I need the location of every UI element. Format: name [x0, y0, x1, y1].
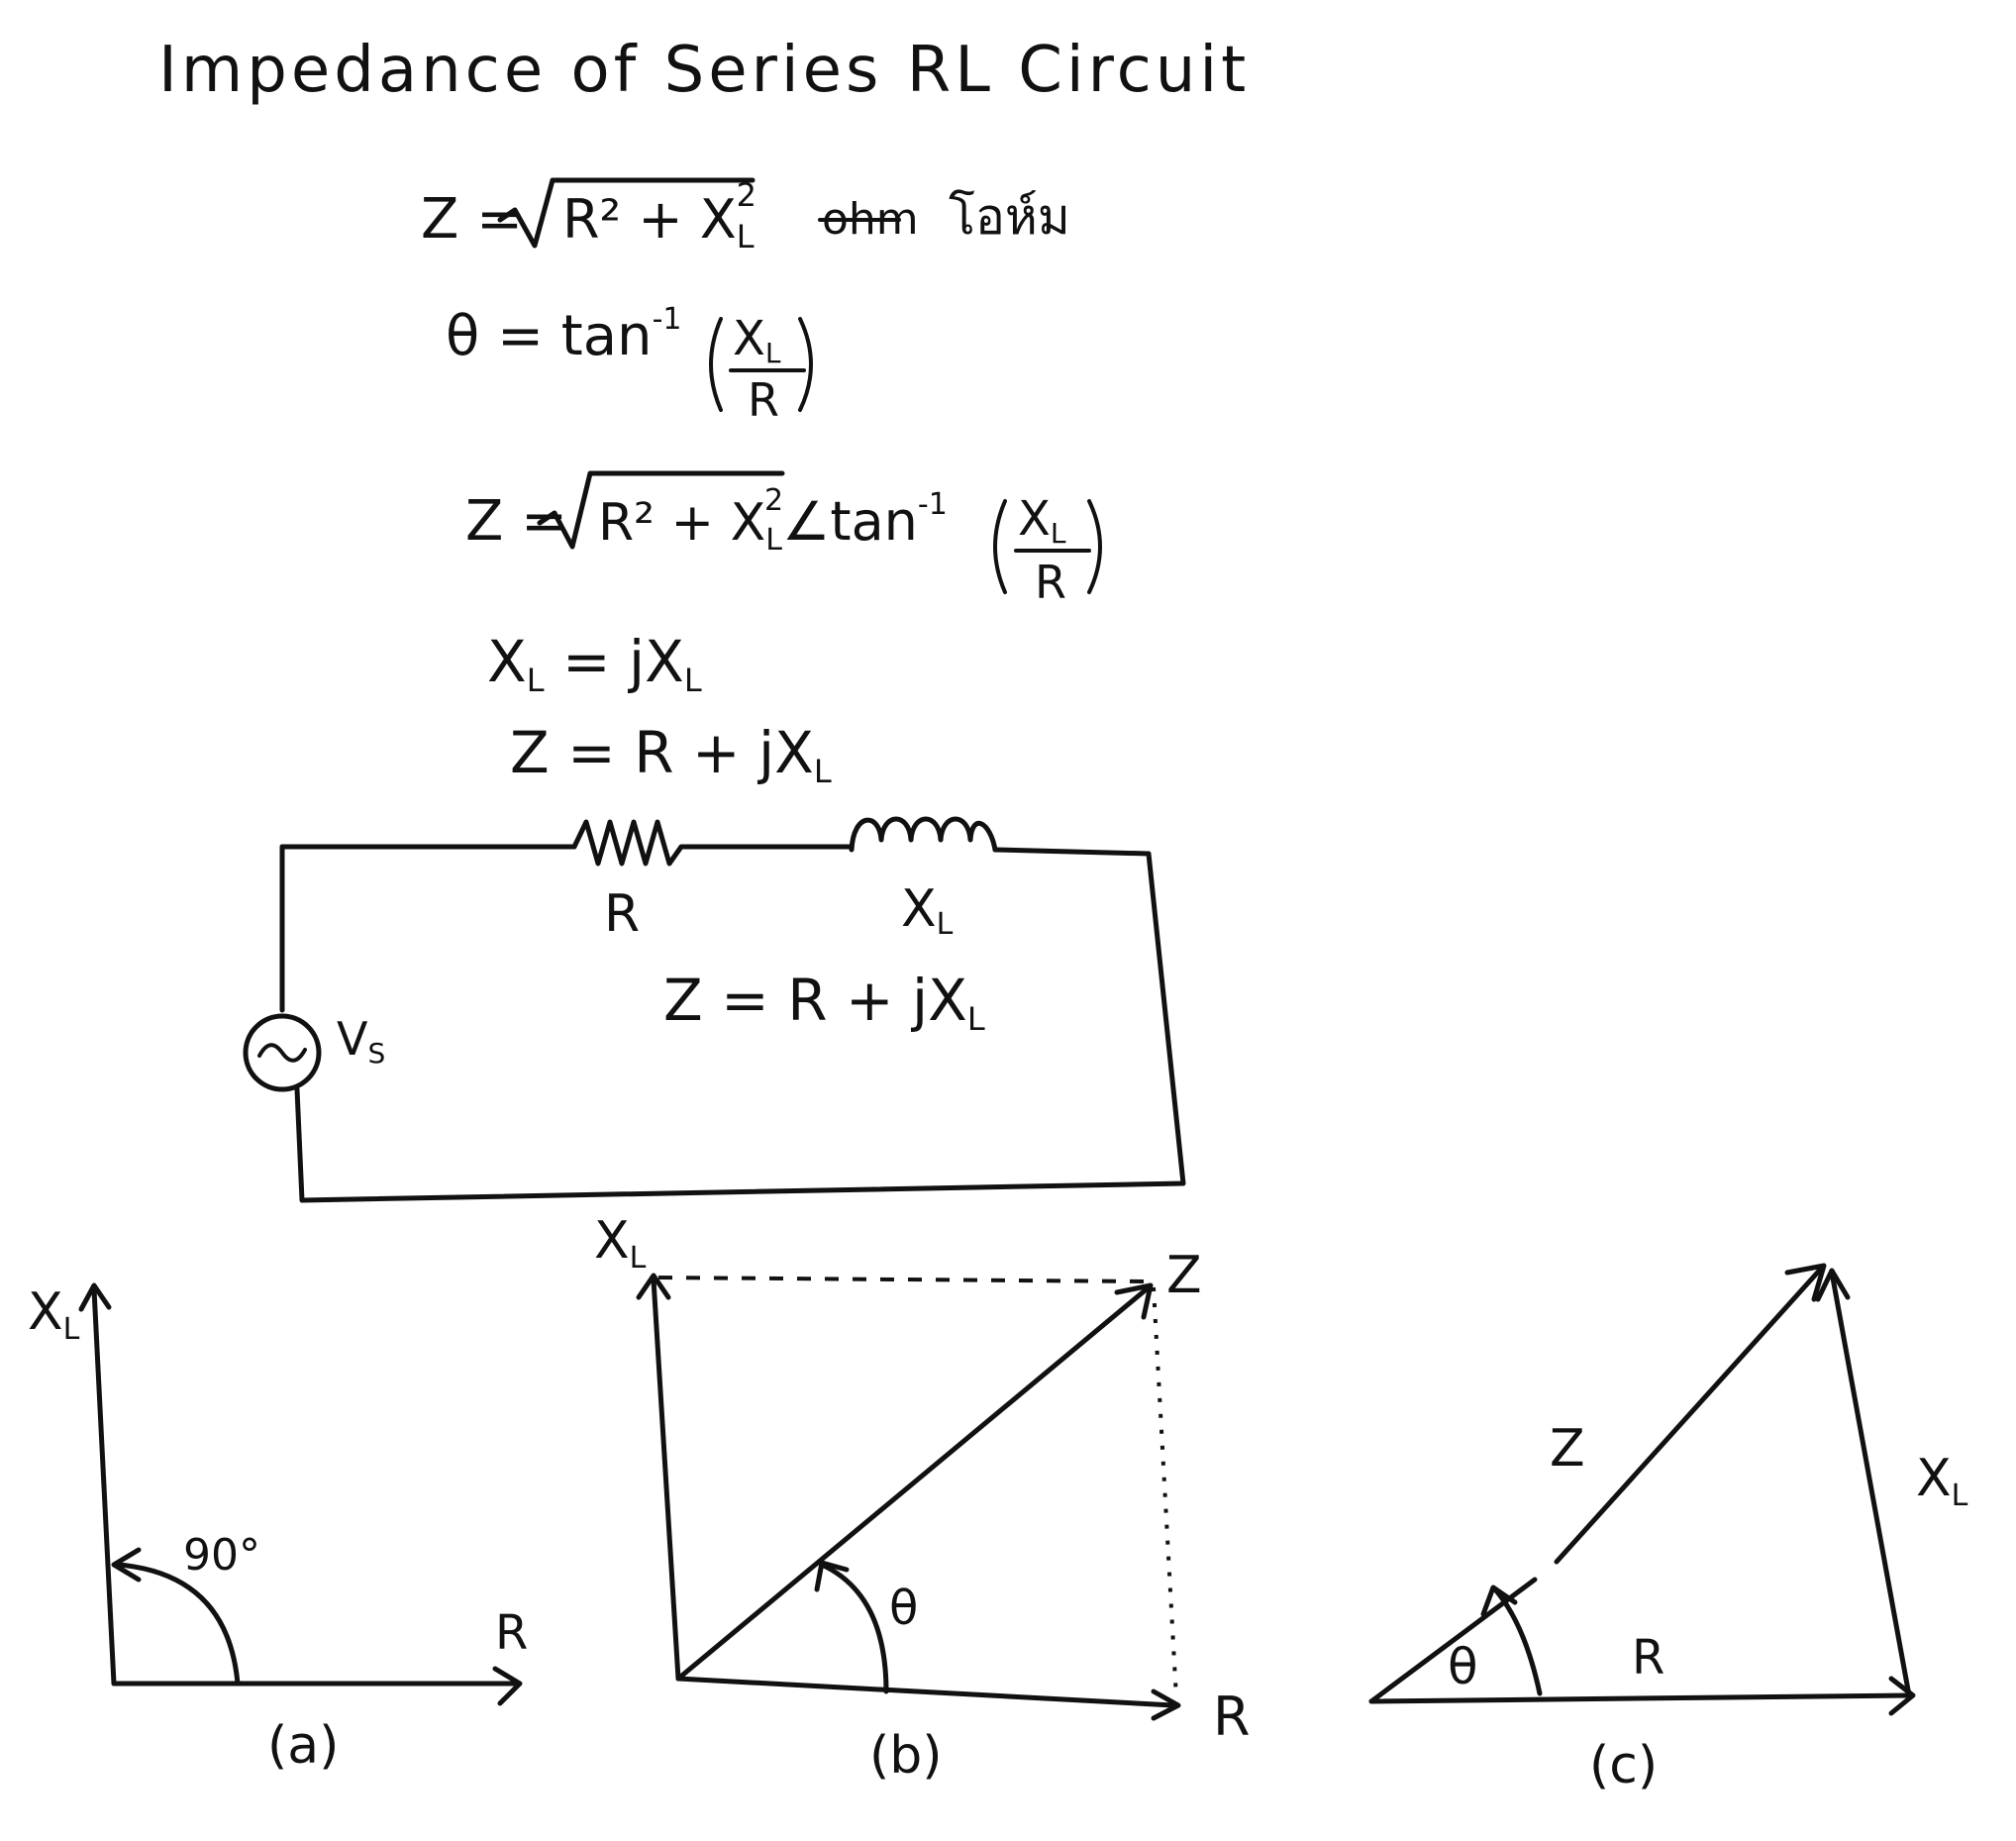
- b-y-axis: [651, 1277, 681, 1682]
- equation-phase-angle: θ = tan-1 XL R: [446, 302, 813, 427]
- c-base-arrowhead: [1888, 1676, 1916, 1716]
- eq3-radical-sign: [537, 470, 785, 550]
- note-title: Impedance of Series RL Circuit: [158, 34, 1250, 107]
- ac-source-symbol: [243, 1013, 322, 1092]
- c-side-xl: [1829, 1270, 1912, 1698]
- eq1-lhs: Z =: [421, 187, 523, 252]
- equation-polar-form: Z = R² + XL2 ∠tan-1 XL R: [465, 470, 1102, 609]
- equation-magnitude: Z = R² + XL2 ohm โอห์ม: [421, 176, 1070, 256]
- c-arc-arrowhead: [1480, 1585, 1518, 1617]
- eq3-left-paren: [993, 499, 1007, 594]
- c-base-r: [1368, 1692, 1912, 1704]
- resistor-label: R: [604, 884, 640, 944]
- equation-reactance-j: XL = jXL: [487, 628, 702, 699]
- eq3-angle: ∠tan-1: [782, 487, 948, 553]
- eq2-denominator: R: [748, 373, 779, 427]
- a-caption: (a): [267, 1716, 339, 1776]
- eq1-unit: โอห์ม: [949, 188, 1070, 246]
- eq2-left-paren: [709, 317, 723, 412]
- b-y-arrowhead: [636, 1273, 671, 1300]
- source-label: VS: [337, 1012, 385, 1070]
- c-hypotenuse-z: [1368, 1265, 1825, 1704]
- b-dotted-right: [1152, 1286, 1178, 1699]
- b-x-label: R: [1213, 1686, 1251, 1748]
- wire-loop: [294, 847, 1186, 1203]
- eq3-lhs: Z =: [465, 489, 567, 554]
- c-angle-arc: [1492, 1586, 1543, 1696]
- c-x-label: R: [1632, 1630, 1664, 1686]
- eq3-denominator: R: [1035, 556, 1066, 609]
- ac-wave-icon: [257, 1043, 307, 1063]
- c-z-label: Z: [1550, 1419, 1585, 1479]
- c-side-label: XL: [1916, 1449, 1968, 1513]
- phasor-diagram-b: XL Z R θ (b): [594, 1211, 1251, 1786]
- eq2-numerator: XL: [733, 311, 781, 369]
- eq3-right-paren: [1087, 499, 1102, 594]
- b-z-label: Z: [1166, 1246, 1202, 1305]
- c-z-arrowhead: [1784, 1263, 1827, 1302]
- phasor-diagram-a: XL R 90° (a): [28, 1282, 528, 1776]
- b-angle-label: θ: [889, 1581, 918, 1636]
- a-x-arrowhead: [492, 1666, 523, 1706]
- c-angle-label: θ: [1448, 1638, 1478, 1695]
- resistor-symbol: [571, 819, 855, 867]
- b-arc-arrowhead: [814, 1560, 850, 1592]
- b-dashed-top: [657, 1276, 1145, 1283]
- a-y-label: XL: [28, 1282, 80, 1347]
- eq3-radicand: R² + XL2: [598, 483, 783, 558]
- a-y-arrowhead: [78, 1282, 112, 1312]
- inductor-label: XL: [901, 879, 954, 942]
- circuit-impedance-label: Z = R + jXL: [663, 967, 985, 1038]
- b-angle-arc: [819, 1562, 889, 1694]
- c-xl-arrowhead: [1815, 1268, 1851, 1302]
- b-z-phasor: [675, 1284, 1152, 1682]
- b-x-arrowhead: [1151, 1688, 1181, 1721]
- a-arc-arrowhead: [111, 1547, 142, 1583]
- a-angle-arc: [116, 1562, 241, 1687]
- inductor-symbol: [849, 816, 998, 853]
- eq1-radicand: R² + XL2: [562, 176, 756, 256]
- eq2-lhs: θ = tan-1: [446, 302, 681, 368]
- series-rl-circuit: R XL VS Z = R + jXL: [243, 816, 1186, 1203]
- a-y-axis: [91, 1286, 117, 1687]
- eq1-radical-sign: [497, 177, 756, 249]
- b-x-axis: [675, 1676, 1176, 1708]
- c-caption: (c): [1589, 1736, 1658, 1795]
- a-angle-label: 90°: [183, 1530, 260, 1581]
- b-y-label: XL: [594, 1211, 647, 1276]
- a-x-label: R: [495, 1605, 528, 1661]
- eq3-numerator: XL: [1018, 491, 1066, 550]
- b-z-arrowhead: [1114, 1282, 1154, 1320]
- impedance-triangle-c: Z θ R XL (c): [1368, 1263, 1968, 1795]
- equation-rectangular-form: Z = R + jXL: [510, 719, 832, 790]
- eq2-right-paren: [798, 317, 813, 412]
- b-caption: (b): [869, 1726, 943, 1786]
